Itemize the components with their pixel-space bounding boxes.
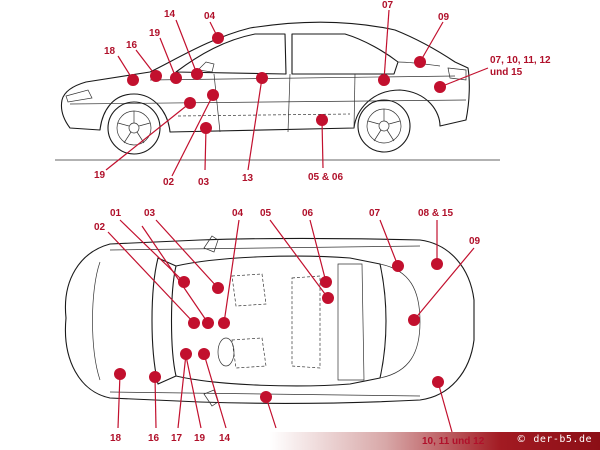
side-label-19-top: 19 [149,28,161,39]
side-label-14: 14 [164,9,176,20]
side-view-markers [105,9,489,177]
side-label-07: 07 [382,0,394,11]
top-label-02: 02 [94,222,106,233]
top-label-14: 14 [219,433,231,444]
top-label-03: 03 [144,208,156,219]
top-label-08-15: 08 & 15 [418,208,453,219]
side-label-und-15: und 15 [490,67,523,78]
side-label-16: 16 [126,40,138,51]
top-label-19: 19 [194,433,206,444]
top-label-17: 17 [171,433,183,444]
top-label-07: 07 [369,208,381,219]
copyright-symbol: © [516,434,527,445]
side-label-18: 18 [104,46,116,57]
side-label-19-bottom: 19 [94,170,106,181]
side-view-car [55,21,500,161]
footer-credit: © der-b5.de [516,434,592,445]
top-label-09: 09 [469,236,481,247]
side-label-03: 03 [198,177,210,188]
side-view-labels: 18 16 19 14 04 07 09 07, 10, 11, 12 und … [94,0,551,188]
footer-gradient-bar [270,432,600,450]
site-name: der-b5.de [533,434,592,445]
side-label-13: 13 [242,173,254,184]
side-label-09: 09 [438,12,450,23]
top-label-04: 04 [232,208,244,219]
side-label-04: 04 [204,11,216,22]
top-label-18: 18 [110,433,122,444]
side-label-07-10-11-12: 07, 10, 11, 12 [490,55,551,66]
top-label-06: 06 [302,208,314,219]
top-label-01: 01 [110,208,122,219]
top-view-markers [107,219,475,433]
top-label-16: 16 [148,433,160,444]
top-label-05: 05 [260,208,272,219]
side-label-02: 02 [163,177,175,188]
top-label-10-11-12: 10, 11 und 12 [422,436,485,447]
side-label-05-06: 05 & 06 [308,172,343,183]
